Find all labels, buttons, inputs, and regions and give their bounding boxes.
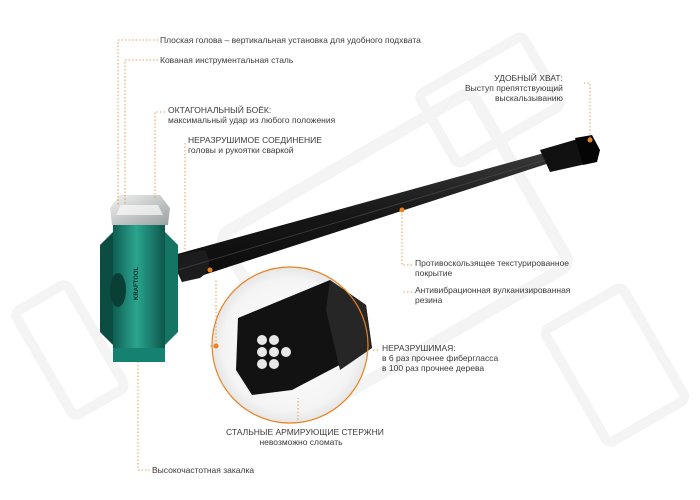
- label-rubber: Антивибрационная вулканизированная резин…: [415, 285, 570, 305]
- grip-end: [540, 135, 600, 172]
- indestructible-sub-1: в 6 раз прочнее фибергласса: [382, 353, 499, 363]
- octagonal-sub: максимальный удар из любого положения: [168, 115, 336, 125]
- label-indestructible: НЕРАЗРУШИМАЯ: в 6 раз прочнее фибергласс…: [382, 343, 498, 373]
- leader-dots: [207, 137, 593, 349]
- label-hardening: Высокочастотная закалка: [152, 465, 255, 475]
- head-logo: KRAFTOOL: [134, 266, 140, 300]
- label-steel-rods: СТАЛЬНЫЕ АРМИРУЮЩИЕ СТЕРЖНИ невозможно с…: [226, 427, 384, 447]
- watermark: [11, 32, 690, 447]
- grip-sub-1: Выступ препятствующий: [465, 83, 563, 93]
- grip-sub-2: выскальзыванию: [495, 93, 563, 103]
- cross-section-inset: [211, 266, 372, 424]
- rods-title: СТАЛЬНЫЕ АРМИРУЮЩИЕ СТЕРЖНИ: [226, 427, 384, 437]
- leader-lines: [117, 39, 591, 471]
- grip-title: УДОБНЫЙ ХВАТ:: [494, 73, 563, 83]
- coating-line-1: Противоскользящее текстурированное: [415, 258, 570, 268]
- coating-line-2: покрытие: [415, 268, 453, 278]
- hammer-head: KRAFTOOL: [100, 195, 178, 362]
- joint-sub: головы и рукоятки сваркой: [188, 145, 294, 155]
- label-welded-joint: НЕРАЗРУШИМОЕ СОЕДИНЕНИЕ головы и рукоятк…: [188, 135, 322, 155]
- label-coating: Противоскользящее текстурированное покры…: [415, 258, 569, 278]
- label-octagonal-face: ОКТАГОНАЛЬНЫЙ БОЁК: максимальный удар из…: [168, 105, 335, 125]
- label-flat-head: Плоская голова – вертикальная установка …: [160, 35, 421, 45]
- rubber-line-1: Антивибрационная вулканизированная: [415, 285, 571, 295]
- label-forged-steel: Кованая инструментальная сталь: [160, 55, 294, 65]
- rubber-line-2: резина: [415, 295, 443, 305]
- octagonal-title: ОКТАГОНАЛЬНЫЙ БОЁК:: [168, 105, 272, 115]
- indestructible-title: НЕРАЗРУШИМАЯ:: [382, 343, 456, 353]
- steel-rod-section: [257, 335, 291, 369]
- label-grip: УДОБНЫЙ ХВАТ: Выступ препятствующий выск…: [465, 73, 563, 103]
- rods-sub: невозможно сломать: [259, 437, 343, 447]
- hammer-handle: [170, 150, 565, 282]
- indestructible-sub-2: в 100 раз прочнее дерева: [382, 363, 485, 373]
- joint-title: НЕРАЗРУШИМОЕ СОЕДИНЕНИЕ: [188, 135, 322, 145]
